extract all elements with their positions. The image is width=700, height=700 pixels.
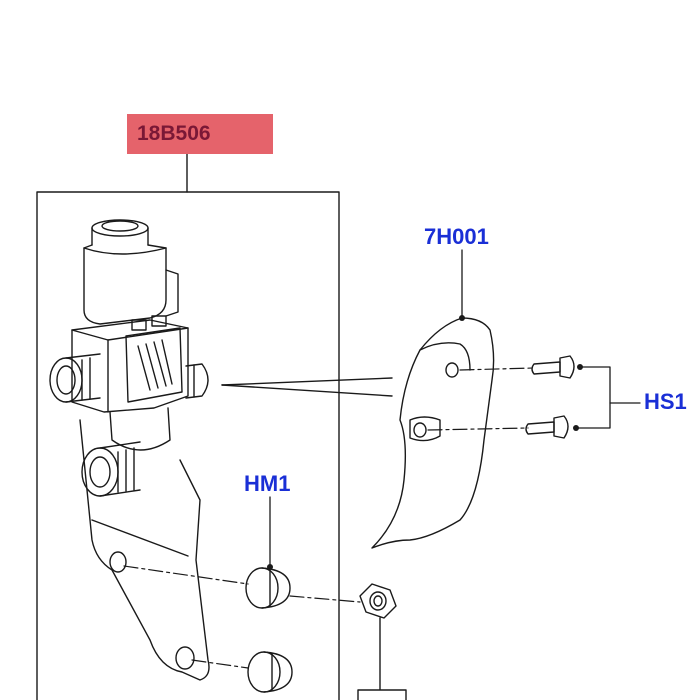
callout-dots	[267, 315, 583, 570]
fastener-centerlines	[123, 367, 535, 669]
callout-leaders	[269, 249, 641, 569]
leader-valve-to-shield	[221, 377, 393, 397]
mounting-bracket	[79, 419, 210, 681]
mount-nut	[357, 583, 407, 700]
heat-shield	[371, 317, 495, 549]
mount-grommets	[245, 567, 293, 693]
callout-7h001[interactable]: 7H001	[424, 224, 489, 249]
shield-screws	[525, 355, 575, 439]
callout-18b506[interactable]: 18B506	[127, 114, 273, 154]
heater-valve-assembly	[49, 219, 209, 497]
callout-hm1[interactable]: HM1	[244, 471, 291, 496]
callout-hs1[interactable]: HS1	[644, 389, 687, 414]
group-frame	[36, 153, 340, 700]
